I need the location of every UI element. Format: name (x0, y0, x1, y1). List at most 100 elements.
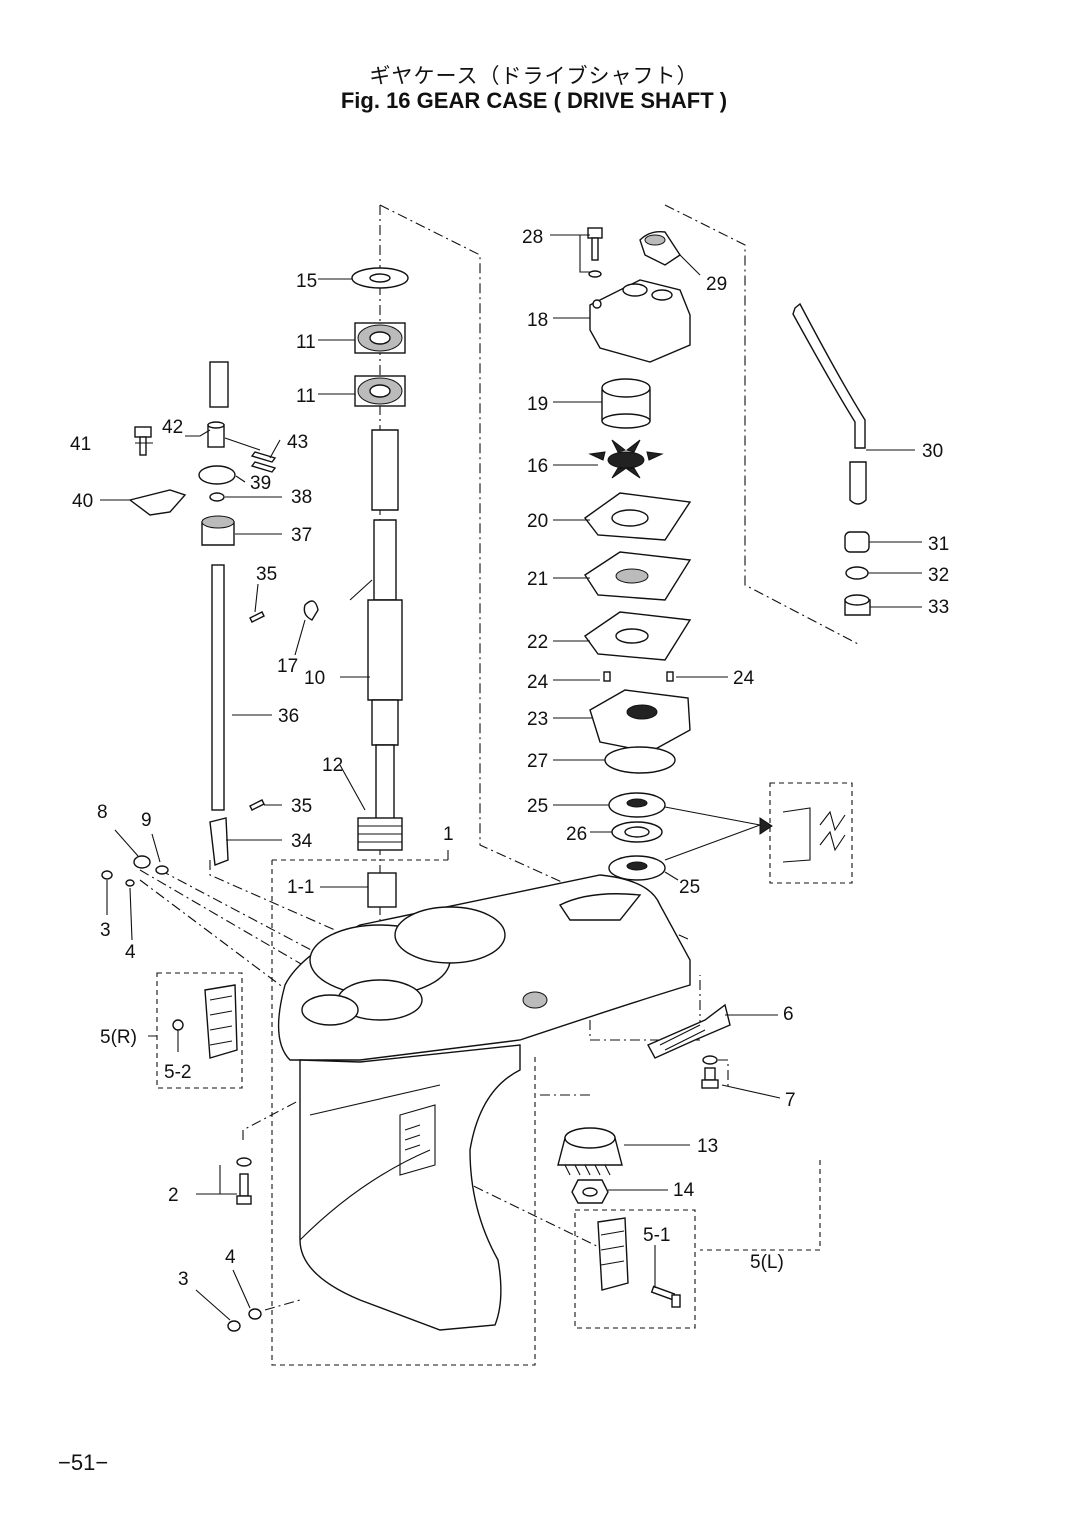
label-4-lower: 4 (225, 1247, 236, 1268)
label-6: 6 (783, 1004, 794, 1025)
water-pump-impeller (588, 439, 664, 479)
water-tube-grommet (844, 531, 870, 553)
bolt-8 (133, 855, 151, 869)
label-5-2: 5-2 (164, 1062, 191, 1083)
label-22: 22 (527, 632, 548, 653)
label-11-lower: 11 (296, 386, 316, 407)
label-21: 21 (527, 569, 548, 590)
label-16: 16 (527, 456, 548, 477)
label-25-upper: 25 (527, 796, 548, 817)
label-5-1: 5-1 (643, 1225, 670, 1246)
pump-base (589, 689, 691, 753)
water-tube-seal (845, 566, 869, 580)
oil-seal-spacer (611, 821, 663, 843)
drive-shaft (367, 429, 403, 841)
o-ring (604, 746, 676, 774)
water-tube (792, 302, 867, 505)
label-12: 12 (322, 755, 343, 776)
leader-lines (100, 234, 922, 1321)
label-42: 42 (162, 417, 183, 438)
label-43: 43 (287, 432, 308, 453)
bearing-lower (354, 375, 406, 407)
label-19: 19 (527, 394, 548, 415)
label-20: 20 (527, 511, 548, 532)
oil-seal-upper (608, 792, 666, 818)
figure-title-english: Fig. 16 GEAR CASE ( DRIVE SHAFT ) (340, 88, 728, 113)
pump-case (589, 279, 691, 363)
shift-rod-upper (209, 361, 229, 408)
label-5L: 5(L) (750, 1252, 784, 1273)
label-3-upper: 3 (100, 920, 111, 941)
woodruff-key (303, 600, 319, 621)
label-34: 34 (291, 831, 313, 852)
plug-3-lower (227, 1320, 241, 1332)
label-30: 30 (922, 441, 943, 462)
gasket-upper (584, 492, 692, 541)
label-24-right: 24 (733, 668, 755, 689)
plug-3-upper (101, 870, 113, 880)
label-40: 40 (72, 491, 93, 512)
anode-left (597, 1217, 629, 1291)
pinion-gear (557, 1127, 623, 1176)
label-41: 41 (70, 434, 91, 455)
label-4-upper: 4 (125, 942, 136, 963)
connector-pin (250, 451, 277, 473)
label-1-1: 1-1 (287, 877, 314, 898)
label-33: 33 (928, 597, 949, 618)
part-labels: 15 11 11 10 17 12 1 1-1 28 29 18 19 16 2… (70, 227, 949, 1290)
label-25-lower: 25 (679, 877, 700, 898)
arrow-head (759, 817, 773, 835)
anode-nut (172, 1019, 184, 1031)
assembly-guide-lines (139, 204, 861, 1311)
washer-4-lower (248, 1308, 262, 1320)
thrust-washer (351, 267, 409, 289)
pump-bolt (587, 227, 603, 278)
spring-pin-lower (249, 799, 265, 811)
label-8: 8 (97, 802, 108, 823)
label-18: 18 (527, 310, 548, 331)
shift-rod-plate (128, 489, 187, 516)
dowel-pin-left (603, 671, 611, 682)
pump-grommet (639, 230, 681, 266)
label-28: 28 (522, 227, 543, 248)
label-37: 37 (291, 525, 312, 546)
gear-case-housing (277, 874, 691, 1331)
label-35-lower: 35 (291, 796, 312, 817)
water-tube-cap (844, 594, 871, 616)
page-number: −51− (58, 1450, 109, 1475)
label-29: 29 (706, 274, 727, 295)
label-14: 14 (673, 1180, 695, 1201)
label-17: 17 (277, 656, 298, 677)
label-39: 39 (250, 473, 271, 494)
label-7: 7 (785, 1090, 796, 1111)
label-15: 15 (296, 271, 317, 292)
label-38: 38 (291, 487, 312, 508)
drive-shaft-bushing (357, 817, 403, 851)
o-ring-large (198, 465, 236, 485)
label-32: 32 (928, 565, 949, 586)
label-35-upper: 35 (256, 564, 277, 585)
label-31: 31 (928, 534, 949, 555)
gasket-lower (584, 611, 692, 661)
label-9: 9 (141, 810, 152, 831)
label-24-left: 24 (527, 672, 549, 693)
label-36: 36 (278, 706, 299, 727)
label-3-lower: 3 (178, 1269, 189, 1290)
seal-orientation-arrows (664, 806, 761, 861)
pump-insert-cartridge (601, 378, 651, 429)
shift-rod-connector (207, 421, 225, 448)
label-2: 2 (168, 1185, 179, 1206)
figure-title-japanese: ギヤケース（ドライブシャフト） (369, 64, 699, 88)
shift-rod-bolt (134, 426, 152, 456)
label-5R: 5(R) (100, 1027, 137, 1048)
label-13: 13 (697, 1136, 718, 1157)
label-26: 26 (566, 824, 587, 845)
label-10: 10 (304, 668, 325, 689)
shift-cam (209, 817, 229, 866)
washer-4-upper (125, 879, 135, 887)
pinion-nut (571, 1179, 609, 1204)
subassembly-boxes (156, 782, 853, 1366)
washer-9 (155, 865, 169, 875)
sleeve (367, 872, 397, 908)
